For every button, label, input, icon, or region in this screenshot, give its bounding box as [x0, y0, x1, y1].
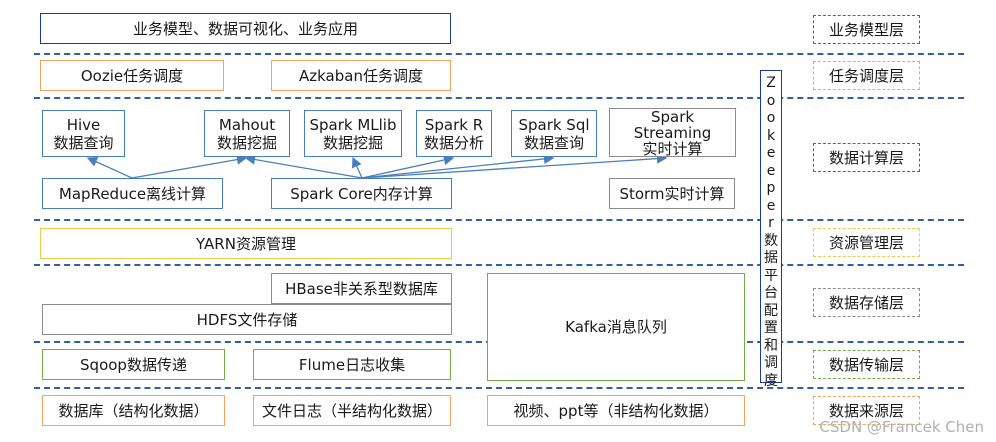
layer-label-business: 业务模型层 [813, 15, 920, 44]
layer-divider [34, 219, 964, 221]
zk-char: e [766, 162, 776, 179]
arrow-sparkcore-sparksql [361, 153, 555, 179]
zk-char: 度 [764, 372, 778, 389]
spark-r-desc: 数据分析 [423, 133, 484, 152]
zk-char: p [766, 180, 776, 196]
hbase-box: HBase非关系型数据库 [271, 273, 452, 304]
arrow-sparkcore-mllib [351, 156, 363, 179]
layer-label-task: 任务调度层 [813, 61, 920, 90]
oozie-box: Oozie任务调度 [40, 60, 224, 91]
kafka-box: Kafka消息队列 [487, 273, 745, 381]
spark-core-box: Spark Core内存计算 [271, 178, 452, 209]
mahout-desc: 数据挖掘 [216, 133, 277, 152]
hive-box: Hive 数据查询 [42, 110, 125, 157]
hive-desc: 数据查询 [53, 133, 114, 152]
arrow-mapreduce-mahout [131, 154, 248, 179]
mahout-box: Mahout 数据挖掘 [204, 110, 290, 157]
business-application-box: 业务模型、数据可视化、业务应用 [40, 13, 451, 44]
zk-char: Z [766, 75, 776, 91]
spark-streaming-box: Spark Streaming 实时计算 [609, 108, 736, 157]
zk-char: e [766, 197, 776, 214]
file-log-source-box: 文件日志（半结构化数据） [253, 395, 451, 426]
zk-char: 置 [764, 320, 778, 336]
spark-r-box: Spark R 数据分析 [416, 110, 492, 157]
mapreduce-box: MapReduce离线计算 [42, 178, 223, 209]
watermark: CSDN @Francek Chen [819, 418, 984, 436]
arrow-sparkcore-mahout [244, 154, 363, 179]
sqoop-box: Sqoop数据传递 [42, 349, 225, 380]
arrow-sparkcore-streaming [361, 153, 668, 179]
zk-char: k [766, 127, 776, 144]
zk-char: o [766, 110, 776, 126]
mahout-title: Mahout [218, 115, 276, 134]
arrow-sparkcore-sparkr [361, 154, 455, 179]
spark-mllib-box: Spark MLlib 数据挖掘 [304, 110, 402, 157]
spark-mllib-title: Spark MLlib [309, 115, 397, 134]
zk-char: 调 [764, 355, 778, 371]
layer-label-storage: 数据存储层 [813, 288, 920, 317]
layer-divider [34, 53, 964, 55]
hive-title: Hive [66, 115, 101, 134]
video-source-box: 视频、ppt等（非结构化数据） [487, 395, 745, 426]
zk-char: 平 [764, 267, 778, 284]
hdfs-box: HDFS文件存储 [42, 304, 452, 335]
spark-streaming-desc: 实时计算 [642, 139, 703, 158]
yarn-box: YARN资源管理 [40, 228, 452, 259]
spark-sql-box: Spark Sql 数据查询 [511, 110, 597, 157]
spark-sql-title: Spark Sql [518, 115, 590, 134]
zk-char: 和 [764, 337, 778, 354]
zk-char: e [766, 145, 776, 161]
layer-label-compute: 数据计算层 [813, 143, 920, 172]
spark-sql-desc: 数据查询 [523, 133, 584, 152]
zk-char: o [766, 92, 776, 109]
spark-mllib-desc: 数据挖掘 [322, 133, 383, 152]
layer-label-resource: 资源管理层 [813, 228, 920, 257]
arrow-mapreduce-hive [86, 157, 133, 179]
zk-char: r [768, 215, 774, 231]
flume-box: Flume日志收集 [253, 349, 451, 380]
layer-label-source: 数据来源层 [813, 396, 920, 425]
spark-streaming-title: Spark [650, 107, 695, 126]
spark-streaming-subtitle: Streaming [633, 123, 712, 142]
zk-char: 据 [764, 250, 778, 266]
layer-divider [34, 97, 964, 99]
zk-char: 数 [764, 232, 778, 249]
storm-box: Storm实时计算 [609, 178, 735, 209]
database-source-box: 数据库（结构化数据） [42, 395, 225, 426]
spark-r-title: Spark R [424, 115, 484, 134]
layer-label-transfer: 数据传输层 [813, 350, 920, 379]
layer-divider [34, 264, 964, 266]
layer-divider [34, 387, 964, 389]
zk-char: 配 [764, 302, 778, 319]
azkaban-box: Azkaban任务调度 [271, 60, 451, 91]
zk-char: 台 [764, 285, 778, 301]
zookeeper-box: Z o o k e e p e r 数 据 平 台 配 置 和 调 度 [760, 70, 782, 389]
